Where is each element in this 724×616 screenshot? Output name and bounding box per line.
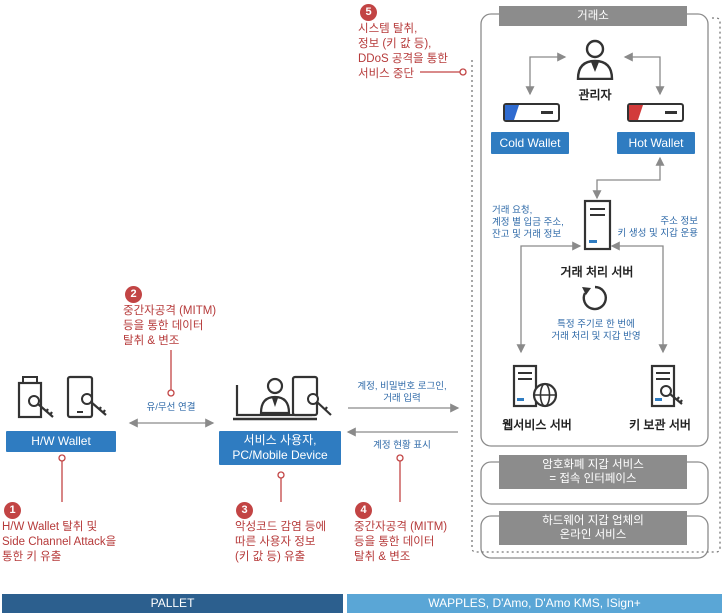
trade-server-icon <box>583 199 612 251</box>
threat-5-badge: 5 <box>360 4 377 21</box>
threat-1-text: H/W Wallet 탈취 및 Side Channel Attack을 통한 … <box>2 521 117 563</box>
hw-wallet-label: H/W Wallet <box>6 431 116 452</box>
threat-2-text: 중간자공격 (MITM) 등을 통한 데이터 탈취 & 변조 <box>123 305 217 347</box>
footer-pallet: PALLET <box>2 594 343 613</box>
key-info-note: 주소 정보 키 생성 및 지갑 운용 <box>617 216 698 239</box>
login-input-note: 계정, 비밀번호 로그인, 거래 입력 <box>357 381 447 404</box>
usb-key-icon <box>17 376 54 419</box>
threat-5-text: 시스템 탈취, 정보 (키 값 등), DDoS 공격을 통한 서비스 중단 <box>358 23 448 80</box>
threat-3-text: 악성코드 감염 등에 따른 사용자 정보 (키 값 등) 유출 <box>235 521 327 563</box>
trade-server-label: 거래 처리 서버 <box>560 265 634 279</box>
account-status-note: 계정 현황 표시 <box>373 440 431 451</box>
service-user-label: 서비스 사용자, PC/Mobile Device <box>219 431 341 465</box>
cycle-note: 특정 주기로 한 번에 거래 처리 및 지갑 반영 <box>551 319 641 342</box>
threat-1-badge: 1 <box>4 502 21 519</box>
hot-wallet-label: Hot Wallet <box>617 132 695 154</box>
key-server-label: 키 보관 서버 <box>629 418 691 432</box>
hot-wallet-device-icon <box>627 103 684 122</box>
admin-label: 관리자 <box>578 88 612 102</box>
cycle-icon <box>582 285 607 311</box>
key-server-icon <box>650 364 683 408</box>
cold-wallet-label: Cold Wallet <box>491 132 569 154</box>
threat-4-text: 중간자공격 (MITM) 등을 통한 데이터 탈취 & 변조 <box>354 521 448 563</box>
phone-key-icon <box>66 375 107 419</box>
threat-4-badge: 4 <box>355 502 372 519</box>
web-server-label: 웹서비스 서버 <box>502 418 572 432</box>
threat-2-badge: 2 <box>125 286 142 303</box>
crypto-wallet-service-bar: 암호화폐 지갑 서비스 = 접속 인터페이스 <box>499 455 687 489</box>
exchange-title: 거래소 <box>499 6 687 26</box>
cold-wallet-device-icon <box>503 103 560 122</box>
pc-user-icon <box>233 375 332 421</box>
admin-person-icon <box>576 39 614 80</box>
hw-vendor-service-bar: 하드웨어 지갑 업체의 온라인 서비스 <box>499 511 687 545</box>
wired-wireless-note: 유/무선 연결 <box>146 402 196 413</box>
trade-request-note: 거래 요청, 계정 별 입금 주소, 잔고 및 거래 정보 <box>492 205 564 240</box>
threat-3-badge: 3 <box>236 502 253 519</box>
footer-products: WAPPLES, D'Amo, D'Amo KMS, ISign+ <box>347 594 722 613</box>
web-server-icon <box>512 364 558 408</box>
